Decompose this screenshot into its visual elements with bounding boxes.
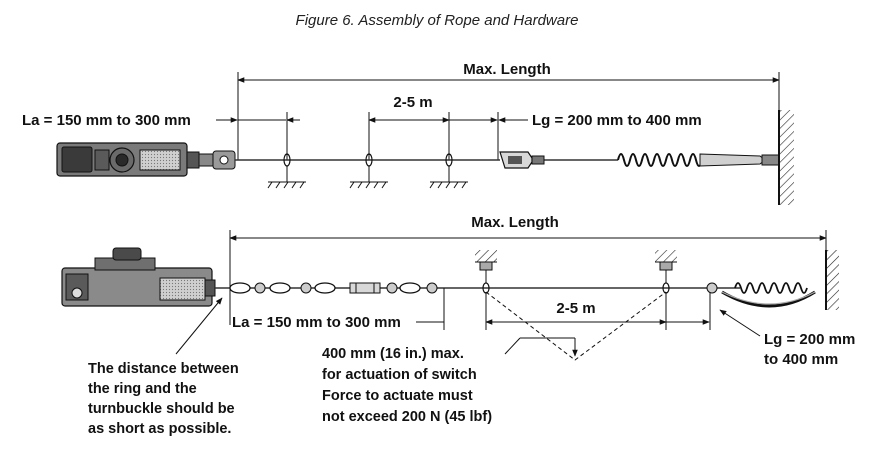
bottom-rope-hardware [229, 282, 438, 294]
bottom-max-length-label: Max. Length [471, 214, 559, 231]
distance-note-line-2: the ring and the [88, 381, 197, 397]
distance-note-line-4: as short as possible. [88, 421, 231, 437]
bottom-la-label: La = 150 mm to 300 mm [232, 314, 401, 331]
bottom-lg-leader [719, 309, 761, 337]
bottom-spring [706, 282, 816, 308]
bottom-support-2 [655, 250, 677, 294]
top-support-1 [267, 153, 306, 189]
top-assembly: Max. Length La = 150 mm to 300 mm 2-5 m … [22, 61, 794, 205]
top-rope-clamp [499, 151, 545, 169]
bottom-deflection [485, 291, 667, 361]
top-support-3 [429, 153, 468, 189]
top-lg-label: Lg = 200 mm to 400 mm [532, 112, 702, 129]
actuation-note-line-2: for actuation of switch [322, 367, 477, 383]
bottom-switch-housing [61, 247, 216, 307]
top-la-label: La = 150 mm to 300 mm [22, 112, 191, 129]
actuation-note-line-3: Force to actuate must [322, 388, 473, 404]
top-switch-housing [56, 142, 236, 177]
top-max-length-label: Max. Length [463, 61, 551, 78]
bottom-lg-label-line1: Lg = 200 mm [764, 331, 855, 348]
top-spring [617, 153, 780, 167]
bottom-wall [825, 250, 839, 310]
bottom-lg-label-line2: to 400 mm [764, 351, 838, 368]
figure-caption: Figure 6. Assembly of Rope and Hardware [296, 12, 579, 29]
bottom-assembly: Max. Length [61, 214, 855, 437]
bottom-support-1 [475, 250, 497, 294]
top-spacing-label: 2-5 m [393, 94, 432, 111]
bottom-spacing-label: 2-5 m [556, 300, 595, 317]
actuation-note-line-1: 400 mm (16 in.) max. [322, 346, 464, 362]
distance-note-leader [175, 297, 223, 355]
actuation-note-line-4: not exceed 200 N (45 lbf) [322, 409, 492, 425]
distance-note-line-3: turnbuckle should be [88, 401, 235, 417]
distance-note-line-1: The distance between [88, 361, 239, 377]
top-support-2 [349, 153, 388, 189]
top-wall [778, 110, 794, 205]
